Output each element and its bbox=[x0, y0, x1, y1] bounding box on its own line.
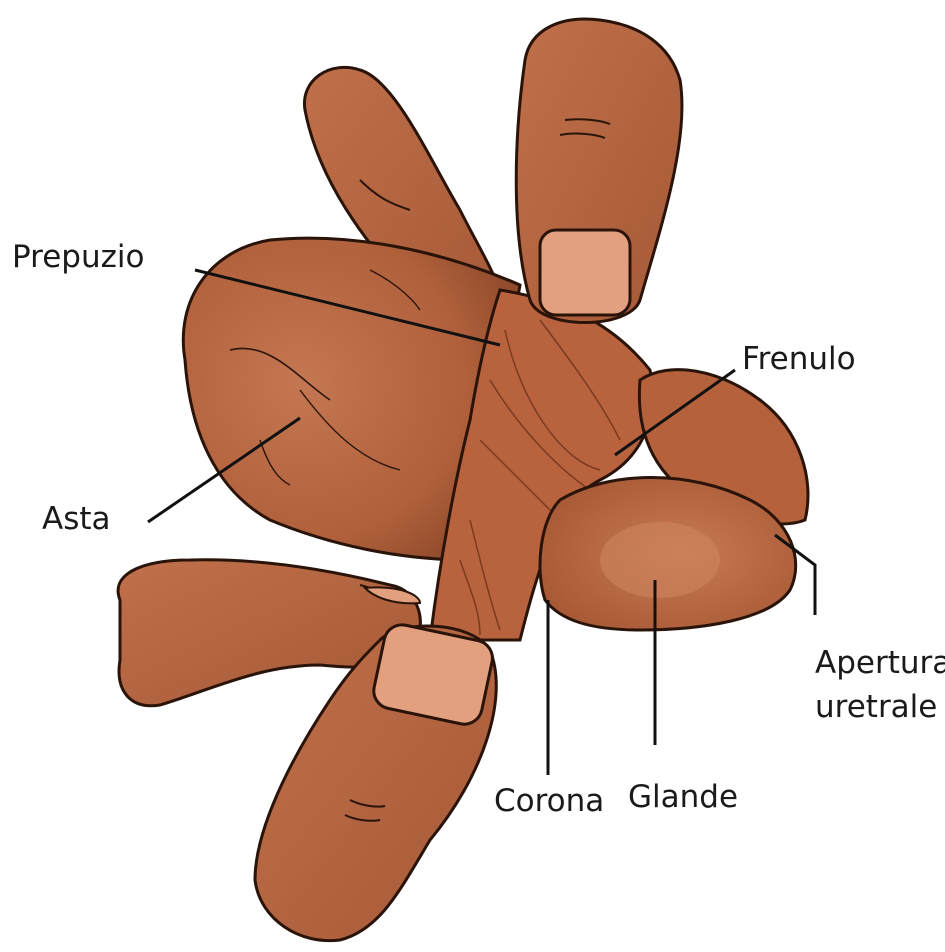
label-prepuzio: Prepuzio bbox=[12, 240, 144, 276]
nail-top bbox=[540, 230, 630, 315]
label-glande: Glande bbox=[628, 780, 738, 816]
label-apertura: Apertura bbox=[815, 646, 945, 682]
label-frenulo: Frenulo bbox=[742, 342, 856, 378]
label-uretrale: uretrale bbox=[815, 690, 937, 726]
label-corona: Corona bbox=[494, 784, 604, 820]
label-asta: Asta bbox=[42, 502, 111, 538]
